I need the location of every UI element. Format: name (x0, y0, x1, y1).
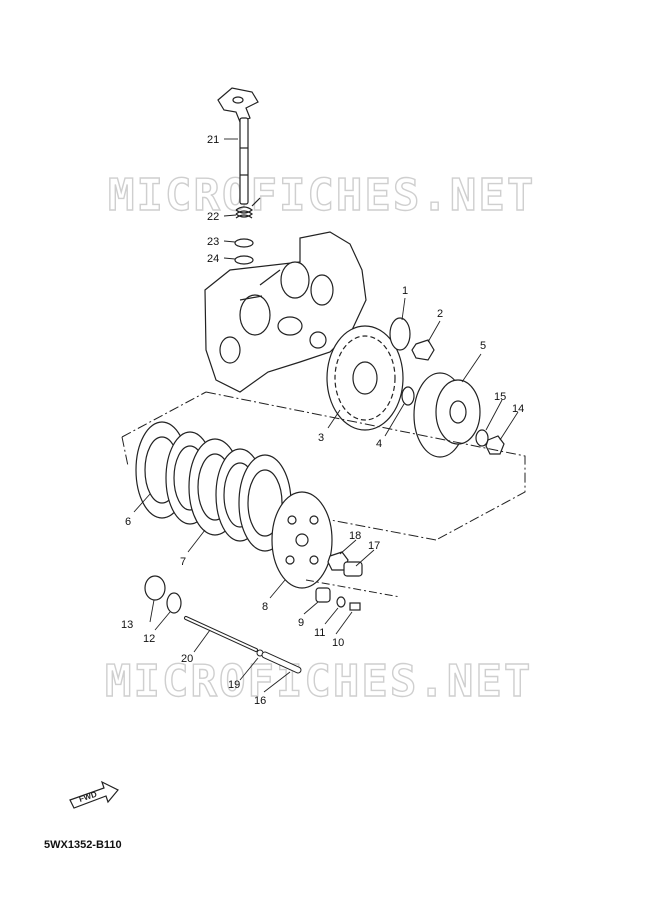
lock-washer-15-part (475, 429, 489, 447)
nut-2-part (411, 339, 435, 361)
washer-12-part (166, 592, 182, 614)
callout-19: 19 (228, 679, 240, 691)
spring-9-part (315, 587, 331, 603)
push-lever-part (217, 87, 259, 205)
pressure-plate-part (271, 491, 333, 589)
callout-13: 13 (121, 619, 133, 631)
push-rod-16-inner (262, 652, 301, 673)
watermark-bottom: MICROFICHES.NET (105, 656, 532, 707)
callout-20: 20 (181, 653, 193, 665)
washer-11-part (336, 596, 346, 608)
callout-16: 16 (254, 695, 266, 707)
bolt-10-part (349, 602, 361, 611)
callout-3: 3 (318, 432, 324, 444)
callout-12: 12 (143, 633, 155, 645)
callout-9: 9 (298, 617, 304, 629)
washer-24-part (234, 255, 254, 265)
watermark-top: MICROFICHES.NET (108, 170, 535, 221)
callout-4: 4 (376, 438, 382, 450)
callout-11: 11 (314, 627, 325, 639)
callout-labels: 1 2 3 4 5 6 7 8 9 10 11 12 13 14 15 16 1… (121, 134, 524, 707)
callout-8: 8 (262, 601, 268, 613)
callout-1: 1 (402, 285, 408, 297)
callout-6: 6 (125, 516, 131, 528)
fwd-arrow-icon: FWD (69, 780, 119, 809)
callout-15: 15 (494, 391, 506, 403)
primary-driven-gear-part (326, 325, 404, 431)
small-gear-part (389, 317, 411, 351)
leader-lines (133, 138, 519, 693)
callout-2: 2 (437, 308, 443, 320)
callout-23: 23 (207, 236, 219, 248)
callout-22: 22 (207, 211, 219, 223)
clutch-boss-part (413, 372, 481, 458)
bearing-13-part (144, 575, 166, 601)
lever-spring-part (235, 197, 261, 219)
callout-5: 5 (480, 340, 486, 352)
callout-18: 18 (349, 530, 361, 542)
push-rod-20-inner (185, 617, 257, 651)
callout-14: 14 (512, 403, 524, 415)
clutch-plate-stack-part (135, 421, 292, 552)
callout-7: 7 (180, 556, 186, 568)
callout-21: 21 (207, 134, 219, 146)
diagram-code: 5WX1352-B110 (44, 839, 122, 851)
spring-17-part (343, 561, 363, 577)
callout-17: 17 (368, 540, 380, 552)
washer-23-part (234, 238, 254, 248)
callout-24: 24 (207, 253, 219, 265)
crankcase-part (204, 231, 367, 393)
washer-4-part (401, 386, 415, 406)
assembly-group-outline (121, 391, 526, 541)
callout-10: 10 (332, 637, 344, 649)
